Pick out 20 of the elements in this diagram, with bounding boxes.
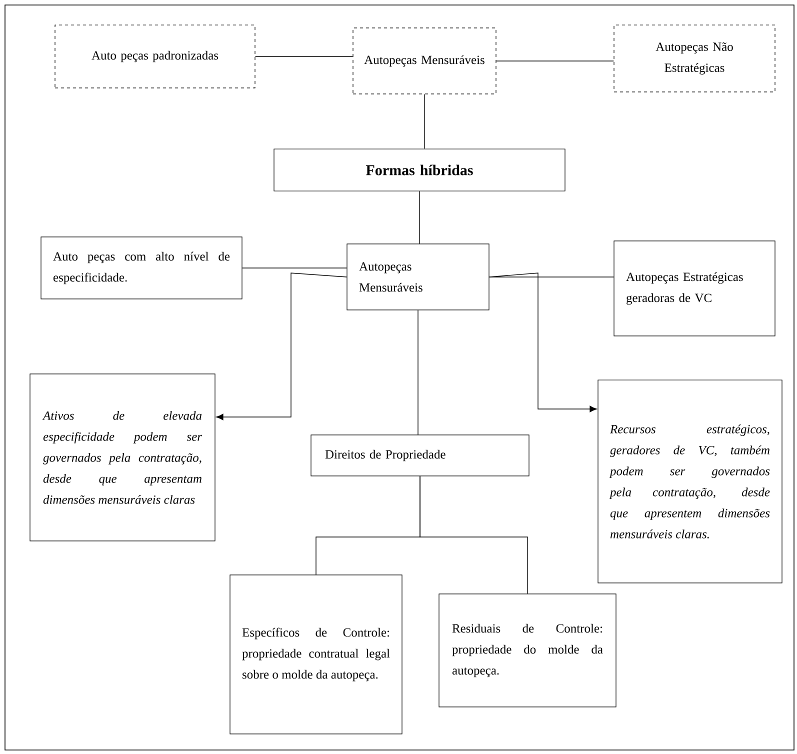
- text-box: Auto peças com alto nível de especificidade.: [40, 236, 242, 300]
- arrow: [216, 272, 348, 420]
- text-box: Autopeças Mensuráveis: [346, 244, 490, 310]
- connector-line: [419, 190, 420, 244]
- dashed-box: Autopeças Mensuráveis: [352, 28, 496, 94]
- connector-line: [496, 60, 614, 62]
- text-box: Autopeças Estratégicas geradoras de VC: [614, 240, 776, 336]
- text-box: Direitos de Propriedade: [310, 434, 530, 476]
- text-box: Específicos de Controle: propriedade contratual legal sobre o molde da autopeça.: [230, 574, 402, 734]
- connector-line: [488, 276, 614, 278]
- connector-line: [420, 476, 528, 594]
- connector-line: [424, 94, 425, 150]
- text-box: Ativos de elevada especificidade podem ser governados pela contratação, desde que apresentam dimensões mensuráveis claras: [30, 374, 216, 542]
- text-box: Formas híbridas: [274, 148, 566, 192]
- text-box: Recursos estratégicos, geradores de VC, também podem ser governados pela contratação, desde que apresentem dimensões mensuráveis claras.: [598, 380, 782, 584]
- text-box: Residuais de Controle: propriedade do molde da autopeça.: [438, 594, 616, 708]
- dashed-box: Autopeças Não Estratégicas: [614, 24, 776, 92]
- connector-line: [254, 56, 354, 57]
- dashed-box: Auto peças padronizadas: [54, 24, 256, 88]
- arrow: [488, 272, 597, 412]
